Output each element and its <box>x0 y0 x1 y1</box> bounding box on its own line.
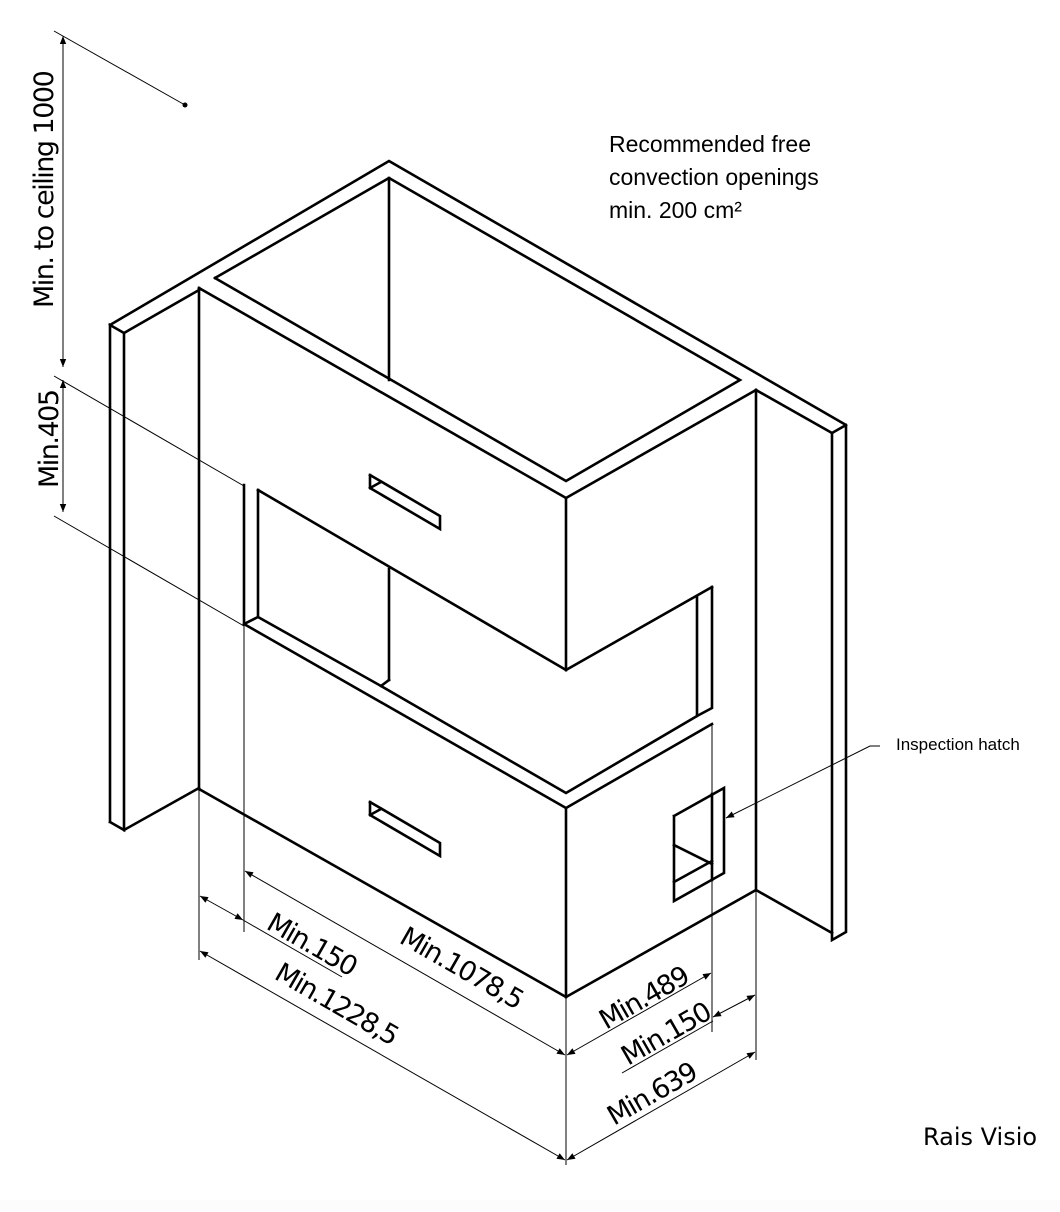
air-slot-upper <box>368 473 442 532</box>
top-rim <box>108 159 848 943</box>
upper-gap-dimension: Min.405 <box>34 375 245 627</box>
convection-note: Recommended free convection openings min… <box>609 128 819 227</box>
upper-gap-label: Min.405 <box>34 390 65 488</box>
brand-label: Rais Visio <box>923 1123 1038 1151</box>
inspection-hatch <box>672 745 880 904</box>
air-slot-lower <box>368 800 442 859</box>
length-dimensions: Min.150 Min.1078,5 Min.1228,5 <box>198 624 567 1165</box>
ceiling-dimension: Min. to ceiling 1000 <box>29 30 188 367</box>
ceiling-dimension-label: Min. to ceiling 1000 <box>29 71 60 308</box>
convection-note-line-1: Recommended free <box>609 131 811 157</box>
convection-note-line-3: min. 200 cm² <box>609 197 742 223</box>
total-depth-label: Min.639 <box>602 1057 702 1133</box>
footer-band <box>0 1200 1060 1212</box>
stove-body <box>197 286 834 999</box>
convection-note-line-2: convection openings <box>609 164 819 190</box>
inspection-hatch-label: Inspection hatch <box>896 735 1020 754</box>
left-wall <box>108 288 201 833</box>
